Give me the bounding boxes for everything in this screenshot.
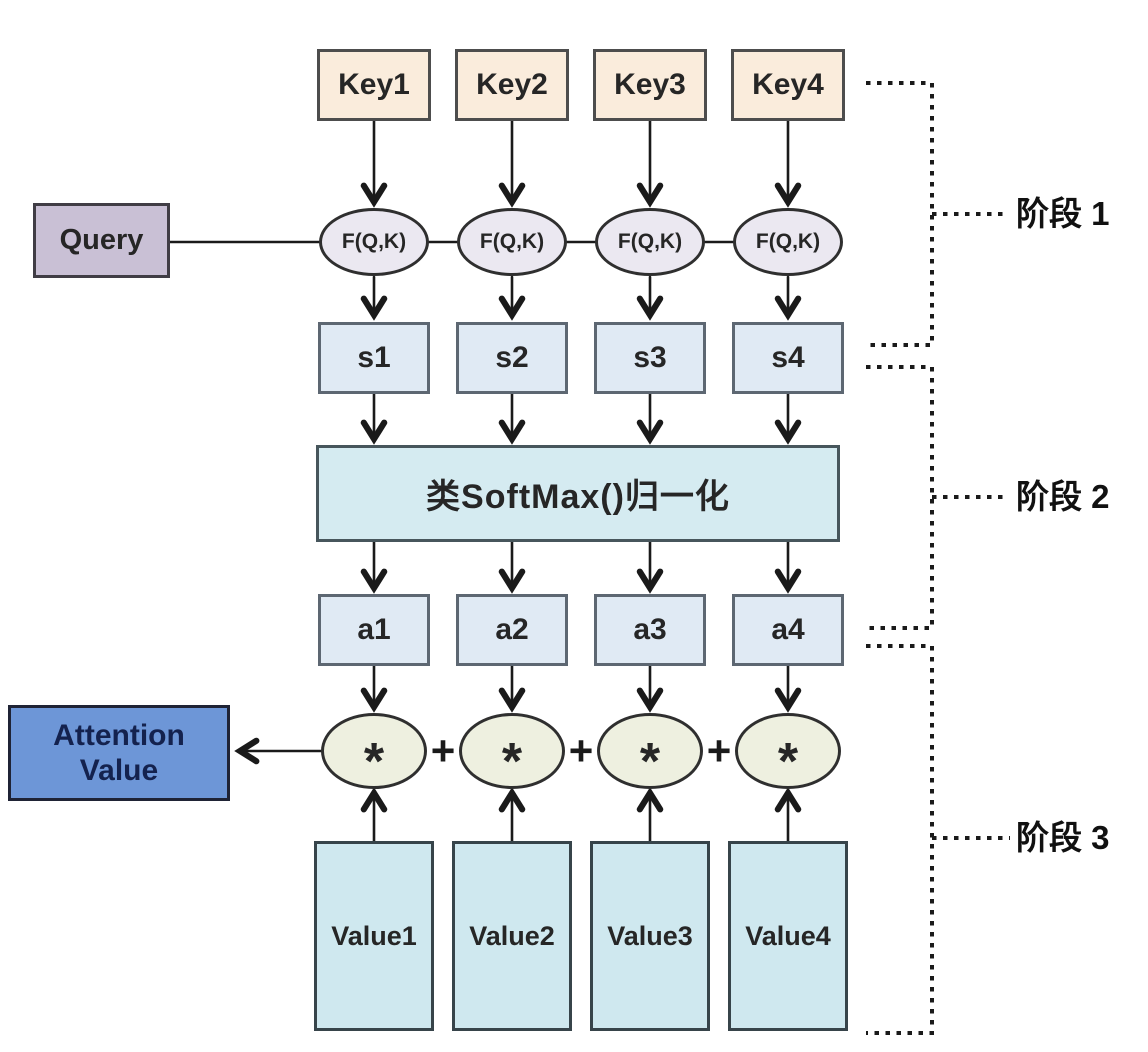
key1-box: Key1 xyxy=(317,49,431,121)
value-box-1: Value1 xyxy=(314,841,434,1031)
attention-value-label: Attention Value xyxy=(53,718,185,787)
query-box: Query xyxy=(33,203,170,278)
weight-box-a2: a2 xyxy=(456,594,568,666)
asterisk-symbol: * xyxy=(777,733,799,791)
multiply-node-3: * xyxy=(597,713,703,791)
multiply-node-4: * xyxy=(735,713,841,791)
key-to-similarity-arrows xyxy=(360,119,802,208)
stage-label-2: 阶段 2 xyxy=(1016,478,1110,515)
similarity-node-3: F(Q,K) xyxy=(595,208,705,276)
plus-sign-1: + xyxy=(430,727,456,774)
attention-value-box: Attention Value xyxy=(8,705,230,801)
score-box-s1: s1 xyxy=(318,322,430,394)
multiply-node-1: * xyxy=(321,713,427,791)
key4-box: Key4 xyxy=(731,49,845,121)
value-box-3: Value3 xyxy=(590,841,710,1031)
value-to-multiply-arrows xyxy=(360,787,802,843)
stage-label-3: 阶段 3 xyxy=(1016,819,1110,856)
multiply-node-2: * xyxy=(459,713,565,791)
weight-box-a1: a1 xyxy=(318,594,430,666)
softmax-to-weight-arrows xyxy=(360,540,802,594)
weight-box-a4: a4 xyxy=(732,594,844,666)
asterisk-symbol: * xyxy=(501,733,523,791)
score-box-s2: s2 xyxy=(456,322,568,394)
similarity-node-4: F(Q,K) xyxy=(733,208,843,276)
similarity-node-2: F(Q,K) xyxy=(457,208,567,276)
plus-sign-3: + xyxy=(706,727,732,774)
score-box-s3: s3 xyxy=(594,322,706,394)
asterisk-symbol: * xyxy=(363,733,385,791)
score-box-s4: s4 xyxy=(732,322,844,394)
plus-sign-2: + xyxy=(568,727,594,774)
weight-box-a3: a3 xyxy=(594,594,706,666)
value-box-4: Value4 xyxy=(728,841,848,1031)
weight-to-multiply-arrows xyxy=(360,664,802,713)
value-box-2: Value2 xyxy=(452,841,572,1031)
asterisk-symbol: * xyxy=(639,733,661,791)
key3-box: Key3 xyxy=(593,49,707,121)
score-to-softmax-arrows xyxy=(360,392,802,445)
stage-label-1: 阶段 1 xyxy=(1016,195,1110,232)
key2-box: Key2 xyxy=(455,49,569,121)
stage-brackets xyxy=(866,81,1010,1035)
similarity-node-1: F(Q,K) xyxy=(319,208,429,276)
similarity-to-score-arrows xyxy=(360,275,802,321)
softmax-box: 类SoftMax()归一化 xyxy=(316,445,840,542)
